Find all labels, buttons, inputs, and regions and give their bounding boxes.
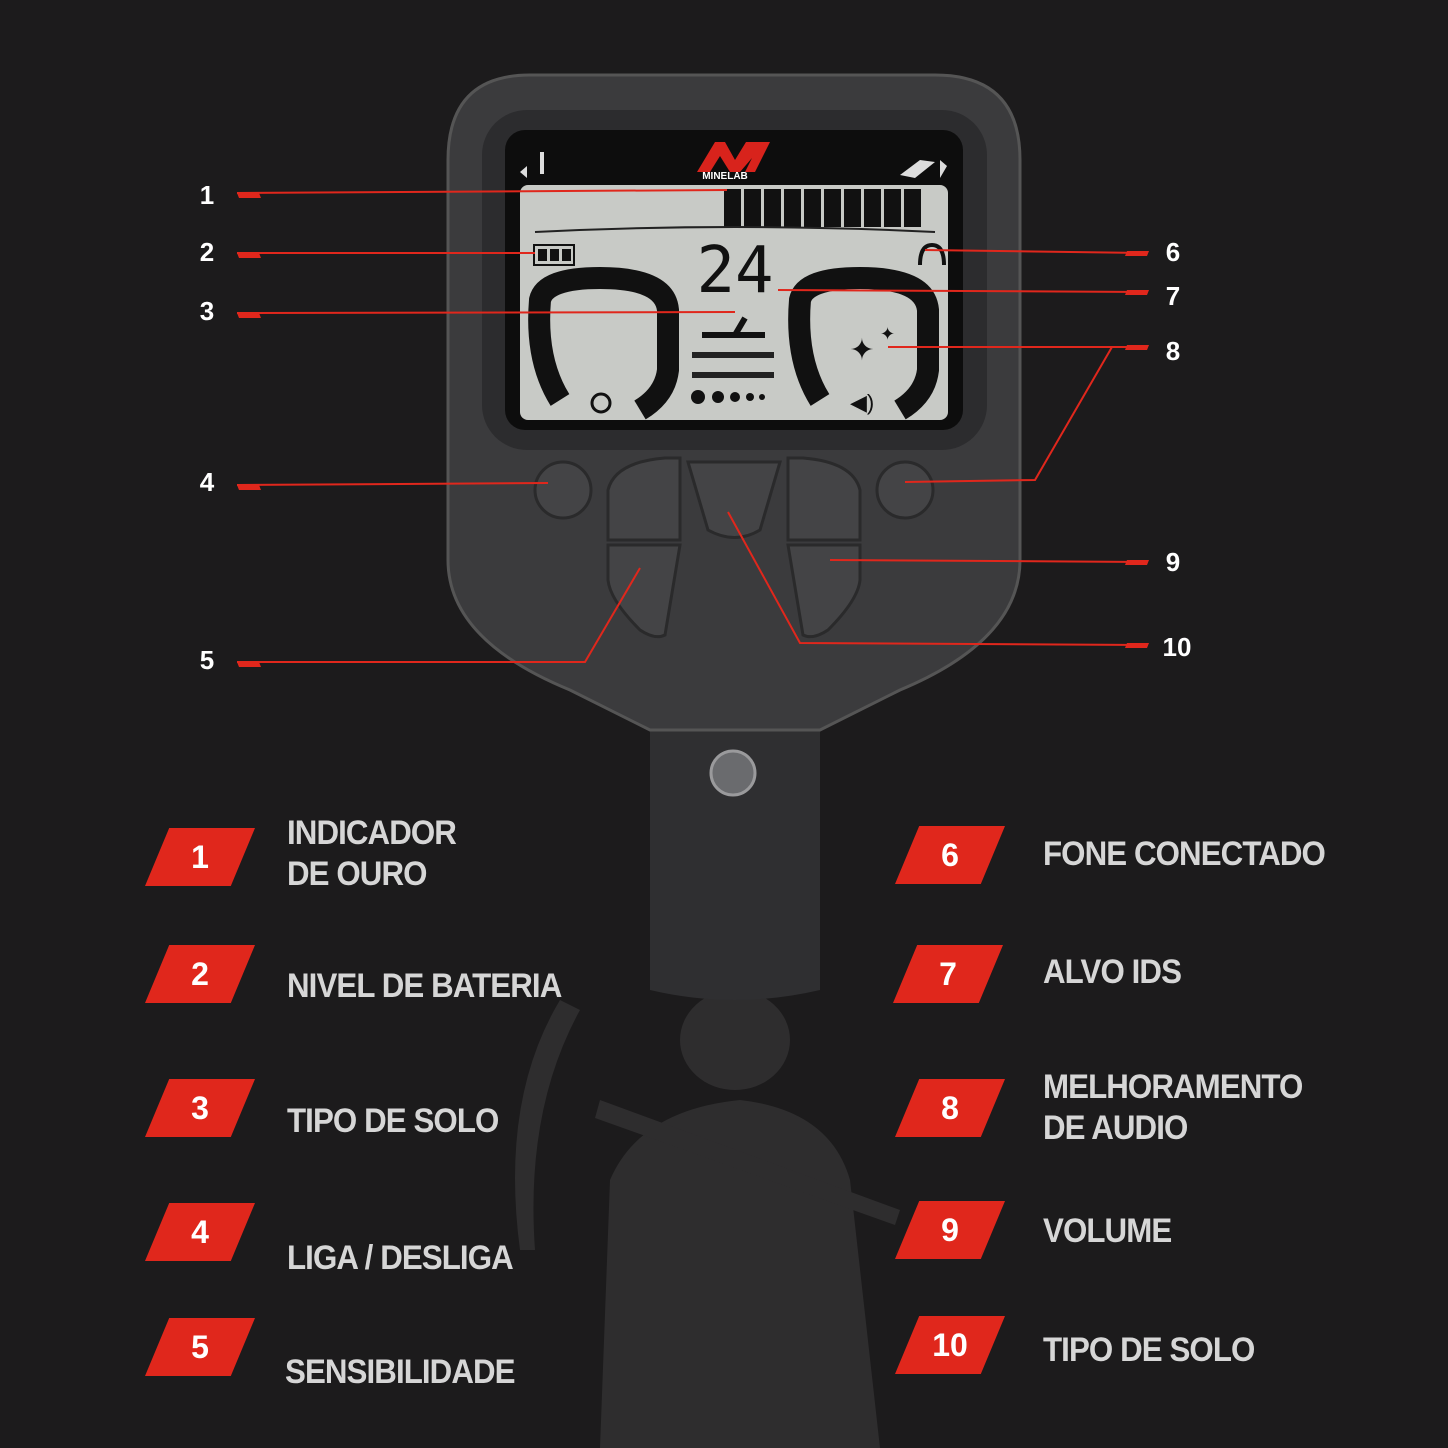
sensitivity-minus-button[interactable]	[606, 543, 682, 639]
gold-bar-icon	[900, 160, 935, 178]
ground-type-icon	[702, 316, 765, 338]
legend-badge-8: 8	[895, 1079, 1005, 1137]
callout-tick	[237, 662, 261, 667]
sparkle-icon: ✦	[880, 324, 895, 344]
callout-5: 5	[199, 645, 215, 675]
callout-tick	[237, 485, 261, 490]
lcd-screen	[520, 185, 948, 420]
battery-icon	[533, 244, 575, 266]
legend-badge-10: 10	[895, 1316, 1005, 1374]
speaker-icon: ◀)	[850, 390, 874, 415]
callout-9: 9	[1165, 547, 1181, 577]
brand-text: MINELAB	[702, 171, 748, 182]
callout-tick	[1125, 251, 1149, 256]
miner-silhouette	[515, 990, 900, 1448]
gold-bar-segment	[844, 189, 861, 227]
sensitivity-gauge	[528, 266, 679, 420]
gold-bar-segment	[784, 189, 801, 227]
audio-enhance-icon: ✦	[849, 334, 874, 367]
gold-bar-segment	[804, 189, 821, 227]
callout-4: 4	[199, 467, 215, 497]
legend-badge-6: 6	[895, 826, 1005, 884]
gold-bar-segment	[884, 189, 901, 227]
legend-badge-9: 9	[895, 1201, 1005, 1259]
headphones-icon	[918, 242, 946, 266]
gold-bar-segment	[864, 189, 881, 227]
left-arrow-icon	[520, 166, 527, 178]
gold-bar-segment	[724, 189, 741, 227]
volume-gauge	[788, 266, 939, 420]
legend-label-5: SENSIBILIDADE	[285, 1353, 516, 1391]
minelab-logo	[697, 142, 770, 172]
ground-level-dots	[691, 390, 765, 404]
callout-tick	[237, 313, 261, 318]
gold-bar-segment	[744, 189, 761, 227]
callout-8: 8	[1165, 336, 1181, 366]
right-arrow-icon	[940, 160, 947, 178]
audio-enhance-button[interactable]	[875, 460, 935, 520]
target-id-display: 24	[696, 234, 773, 308]
legend-badge-1: 1	[145, 828, 255, 886]
callout-tick	[237, 193, 261, 198]
handle	[650, 700, 820, 1000]
legend-label-4: LIGA / DESLIGA	[287, 1239, 514, 1277]
callout-tick	[237, 253, 261, 258]
callout-2: 2	[199, 237, 215, 267]
gold-bar-segment	[764, 189, 781, 227]
legend-badge-2: 2	[145, 945, 255, 1003]
legend-label-6: FONE CONECTADO	[1043, 835, 1326, 873]
ground-button[interactable]	[685, 460, 783, 539]
callout-tick	[1125, 560, 1149, 565]
screw	[709, 749, 757, 797]
callout-tick	[1125, 643, 1149, 648]
legend-badge-3: 3	[145, 1079, 255, 1137]
callout-3: 3	[199, 296, 215, 326]
callout-tick	[1125, 345, 1149, 350]
gold-bar-segment	[904, 189, 921, 227]
callout-7: 7	[1165, 281, 1181, 311]
leader-lines	[236, 189, 1148, 663]
volume-plus-button[interactable]	[786, 456, 862, 542]
legend-badge-5: 5	[145, 1318, 255, 1376]
legend-label-3: TIPO DE SOLO	[287, 1102, 499, 1140]
sensitivity-plus-button[interactable]	[606, 456, 682, 542]
gold-bar-segment	[824, 189, 841, 227]
legend-badge-4: 4	[145, 1203, 255, 1261]
volume-minus-button[interactable]	[786, 543, 862, 639]
callout-1: 1	[199, 180, 215, 210]
legend-label-2: NIVEL DE BATERIA	[287, 967, 562, 1005]
gold-indicator-bars	[724, 189, 921, 227]
legend-label-9: VOLUME	[1043, 1212, 1172, 1250]
nail-icon	[540, 152, 544, 174]
power-button[interactable]	[533, 460, 593, 520]
callout-10: 10	[1162, 632, 1192, 662]
callout-6: 6	[1165, 237, 1181, 267]
sensitivity-icon	[590, 392, 612, 414]
legend-badge-7: 7	[893, 945, 1003, 1003]
legend-label-7: ALVO IDS	[1043, 953, 1182, 991]
callout-tick	[1125, 290, 1149, 295]
legend-label-10: TIPO DE SOLO	[1043, 1331, 1255, 1369]
